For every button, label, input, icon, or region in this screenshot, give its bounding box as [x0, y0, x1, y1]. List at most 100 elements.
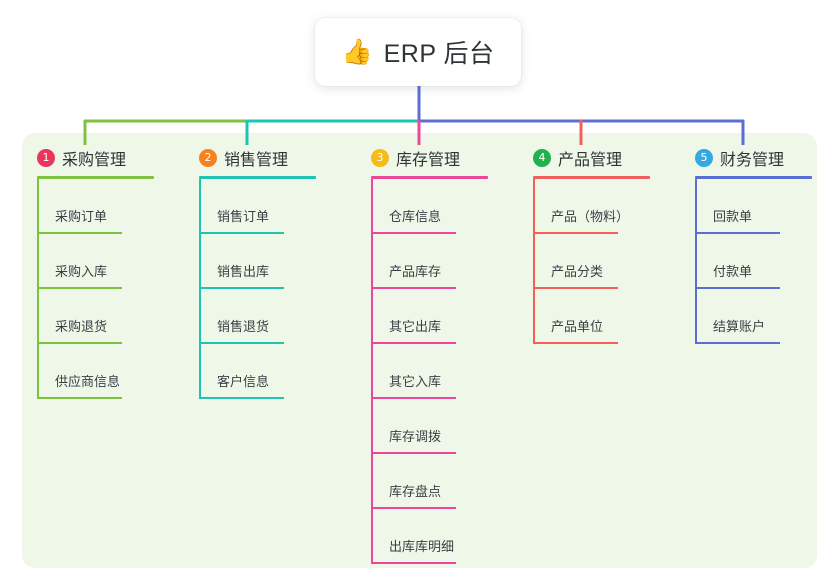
- branch-title: 采购管理: [62, 152, 127, 169]
- branch-item-underline: [372, 287, 456, 289]
- branch-column-1: 1 采购管理采购订单采购入库采购退货供应商信息: [22, 145, 182, 399]
- branch-item[interactable]: 采购退货: [37, 289, 182, 344]
- branch-item-underline: [696, 232, 780, 234]
- branch-header-3[interactable]: 3 库存管理: [356, 145, 516, 171]
- branch-item[interactable]: 供应商信息: [37, 344, 182, 399]
- branch-item-underline: [372, 452, 456, 454]
- branch-item-label: 其它出库: [389, 319, 442, 334]
- branch-underline: [37, 176, 154, 179]
- branch-item[interactable]: 回款单: [695, 179, 839, 234]
- branch-item-underline: [200, 232, 284, 234]
- thumbs-up-icon: 👍: [341, 37, 373, 66]
- branch-item-label: 产品单位: [551, 319, 604, 334]
- branch-item[interactable]: 其它入库: [371, 344, 516, 399]
- branch-item-label: 结算账户: [713, 319, 766, 334]
- branch-item-label: 销售订单: [217, 209, 270, 224]
- root-node[interactable]: 👍 ERP 后台: [315, 18, 521, 86]
- branch-item[interactable]: 产品分类: [533, 234, 678, 289]
- branch-item-underline: [38, 397, 122, 399]
- branch-item[interactable]: 销售出库: [199, 234, 344, 289]
- branch-item-list: 回款单付款单结算账户: [680, 179, 839, 344]
- branch-item-label: 库存盘点: [389, 484, 442, 499]
- branch-number-badge: 5: [695, 149, 713, 167]
- branches-panel: [22, 133, 817, 568]
- branch-column-4: 4 产品管理产品（物料） 产品分类产品单位: [518, 145, 678, 344]
- branch-item-underline: [38, 342, 122, 344]
- branch-column-3: 3 库存管理仓库信息产品库存其它出库其它入库库存调拨库存盘点出库库明细: [356, 145, 516, 564]
- branch-item-underline: [696, 342, 780, 344]
- branch-item[interactable]: 其它出库: [371, 289, 516, 344]
- branch-item-underline: [372, 232, 456, 234]
- branch-item-underline: [372, 342, 456, 344]
- branch-item[interactable]: 仓库信息: [371, 179, 516, 234]
- branch-item-label: 库存调拨: [389, 429, 442, 444]
- branch-item-label: 采购入库: [55, 264, 108, 279]
- branch-underline: [695, 176, 812, 179]
- branch-item-label: 其它入库: [389, 374, 442, 389]
- branch-spine: [371, 179, 373, 564]
- branch-item[interactable]: 出库库明细: [371, 509, 516, 564]
- branch-item-list: 仓库信息产品库存其它出库其它入库库存调拨库存盘点出库库明细: [356, 179, 516, 564]
- branch-item-underline: [200, 342, 284, 344]
- branch-item-label: 产品库存: [389, 264, 442, 279]
- branch-item[interactable]: 客户信息: [199, 344, 344, 399]
- branch-item[interactable]: 结算账户: [695, 289, 839, 344]
- branch-underline: [371, 176, 488, 179]
- branch-item[interactable]: 产品库存: [371, 234, 516, 289]
- branch-item-underline: [38, 287, 122, 289]
- branch-header-1[interactable]: 1 采购管理: [22, 145, 182, 171]
- branch-spine: [695, 179, 697, 344]
- branch-item[interactable]: 采购订单: [37, 179, 182, 234]
- branch-item-list: 采购订单采购入库采购退货供应商信息: [22, 179, 182, 399]
- branch-item-label: 客户信息: [217, 374, 270, 389]
- branch-underline: [199, 176, 316, 179]
- branch-item-label: 采购退货: [55, 319, 108, 334]
- branch-item-label: 产品（物料）: [551, 209, 630, 224]
- branch-column-2: 2 销售管理销售订单销售出库销售退货客户信息: [184, 145, 344, 399]
- branch-item-label: 出库库明细: [389, 539, 455, 554]
- branch-item-underline: [200, 397, 284, 399]
- branch-item-label: 销售出库: [217, 264, 270, 279]
- branch-number-badge: 1: [37, 149, 55, 167]
- branch-title: 库存管理: [396, 152, 461, 169]
- branch-number-badge: 4: [533, 149, 551, 167]
- branch-item[interactable]: 库存盘点: [371, 454, 516, 509]
- root-node-label: ERP 后台: [383, 40, 495, 68]
- branch-item-list: 销售订单销售出库销售退货客户信息: [184, 179, 344, 399]
- branch-item[interactable]: 销售退货: [199, 289, 344, 344]
- branch-number-badge: 3: [371, 149, 389, 167]
- branch-item[interactable]: 销售订单: [199, 179, 344, 234]
- branch-number-badge: 2: [199, 149, 217, 167]
- branch-item-label: 供应商信息: [55, 374, 121, 389]
- branch-item[interactable]: 采购入库: [37, 234, 182, 289]
- branch-header-4[interactable]: 4 产品管理: [518, 145, 678, 171]
- branch-item[interactable]: 产品（物料）: [533, 179, 678, 234]
- branch-item-list: 产品（物料） 产品分类产品单位: [518, 179, 678, 344]
- branch-item-label: 采购订单: [55, 209, 108, 224]
- branch-item-underline: [534, 342, 618, 344]
- branch-item-label: 付款单: [713, 264, 753, 279]
- branch-item-underline: [372, 397, 456, 399]
- branch-item-label: 产品分类: [551, 264, 604, 279]
- branch-item-label: 销售退货: [217, 319, 270, 334]
- branch-item-underline: [200, 287, 284, 289]
- branch-item[interactable]: 库存调拨: [371, 399, 516, 454]
- branch-spine: [533, 179, 535, 344]
- branch-item-label: 回款单: [713, 209, 753, 224]
- branch-spine: [199, 179, 201, 399]
- branch-spine: [37, 179, 39, 399]
- branch-item[interactable]: 产品单位: [533, 289, 678, 344]
- branch-title: 销售管理: [224, 152, 289, 169]
- branch-header-2[interactable]: 2 销售管理: [184, 145, 344, 171]
- branch-item-label: 仓库信息: [389, 209, 442, 224]
- branch-item-underline: [696, 287, 780, 289]
- branch-underline: [533, 176, 650, 179]
- branch-title: 产品管理: [558, 152, 623, 169]
- branch-item-underline: [38, 232, 122, 234]
- branch-item-underline: [534, 287, 618, 289]
- branch-item-underline: [534, 232, 618, 234]
- branch-item[interactable]: 付款单: [695, 234, 839, 289]
